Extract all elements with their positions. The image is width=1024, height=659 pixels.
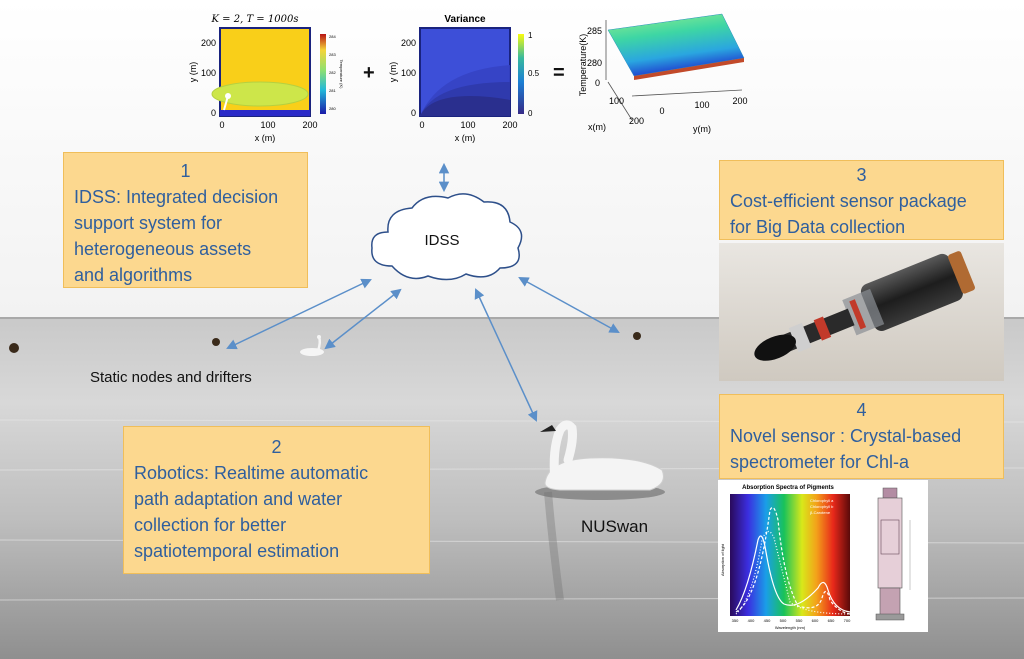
svg-text:100: 100	[609, 96, 624, 106]
svg-text:281: 281	[329, 88, 336, 93]
spectrometer-device-drawing	[875, 487, 911, 621]
box-novel-sensor-number: 4	[856, 400, 867, 420]
svg-text:1: 1	[528, 31, 533, 40]
svg-text:0: 0	[659, 106, 664, 116]
svg-text:200: 200	[302, 120, 317, 130]
box-idss-number: 1	[180, 161, 191, 181]
svg-text:285: 285	[587, 26, 602, 36]
svg-text:400: 400	[748, 618, 755, 623]
box-sensor-package-number: 3	[856, 165, 867, 185]
box-sensor-package-text: Cost-efficient sensor package for Big Da…	[730, 191, 967, 237]
cloud-label: IDSS	[424, 232, 459, 249]
svg-text:200: 200	[401, 38, 416, 48]
box-idss-text: IDSS: Integrated decision support system…	[74, 187, 279, 285]
svg-text:0: 0	[411, 108, 416, 118]
svg-text:Chlorophyll a: Chlorophyll a	[810, 498, 834, 503]
svg-text:0: 0	[219, 120, 224, 130]
arrow-idss-swan	[324, 288, 402, 350]
svg-text:Absorption of light: Absorption of light	[720, 543, 725, 576]
svg-text:y (m): y (m)	[388, 62, 398, 83]
equals-sign: =	[553, 62, 565, 84]
plus-sign: +	[363, 62, 375, 84]
svg-text:0: 0	[595, 78, 600, 88]
static-nodes-label: Static nodes and drifters	[90, 369, 252, 386]
sensor-package-photo	[719, 243, 1004, 381]
box-novel-sensor-text: Novel sensor : Crystal-based spectromete…	[730, 426, 962, 472]
svg-text:200: 200	[502, 120, 517, 130]
idss-cloud-shape: IDSS	[371, 193, 523, 281]
svg-text:550: 550	[796, 618, 803, 623]
svg-text:x (m): x (m)	[455, 133, 476, 143]
svg-text:280: 280	[329, 106, 336, 111]
left-colorbar	[320, 34, 326, 114]
box-sensor-package: 3 Cost-efficient sensor package for Big …	[719, 160, 1004, 240]
box-robotics: 2 Robotics: Realtime automatic path adap…	[123, 426, 430, 574]
svg-text:100: 100	[694, 100, 709, 110]
buoy-2	[212, 338, 220, 346]
buoy-1	[9, 343, 19, 353]
svg-text:200: 200	[201, 38, 216, 48]
box-novel-sensor: 4 Novel sensor : Crystal-based spectrome…	[719, 394, 1004, 479]
left-plot-title: K = 2, T = 1000s	[211, 14, 299, 25]
svg-text:Wavelength (nm): Wavelength (nm)	[775, 625, 806, 630]
svg-text:x(m): x(m)	[588, 122, 606, 132]
svg-text:280: 280	[587, 58, 602, 68]
svg-text:0.5: 0.5	[528, 69, 540, 78]
middle-plot-title: Variance	[444, 14, 486, 25]
box-robotics-number: 2	[271, 437, 282, 457]
temperature-map-plot: K = 2, T = 1000s 284 283 282 281 280 Tem…	[188, 14, 344, 143]
svg-text:200: 200	[732, 96, 747, 106]
svg-text:Chlorophyll b: Chlorophyll b	[810, 504, 834, 509]
svg-text:100: 100	[460, 120, 475, 130]
middle-colorbar	[518, 34, 524, 114]
svg-text:650: 650	[828, 618, 835, 623]
nuswan-robot-icon	[535, 420, 665, 601]
svg-text:x (m): x (m)	[255, 133, 276, 143]
arrow-idss-static-nodes	[226, 278, 372, 350]
absorption-spectra-figure: Absorption Spectra of Pigments Chlorophy…	[718, 480, 928, 632]
svg-text:Temperature(K): Temperature(K)	[578, 34, 588, 97]
nuswan-label: NUSwan	[581, 517, 649, 536]
buoy-3	[633, 332, 641, 340]
svg-text:283: 283	[329, 52, 336, 57]
svg-text:600: 600	[812, 618, 819, 623]
svg-text:y(m): y(m)	[693, 124, 711, 134]
svg-text:700: 700	[844, 618, 851, 623]
plots-row: K = 2, T = 1000s 284 283 282 281 280 Tem…	[180, 10, 760, 150]
svg-text:350: 350	[732, 618, 739, 623]
arrow-idss-buoy	[518, 276, 620, 334]
svg-text:100: 100	[401, 68, 416, 78]
box-idss: 1 IDSS: Integrated decision support syst…	[63, 152, 308, 288]
svg-text:450: 450	[764, 618, 771, 623]
svg-text:Temperature (K): Temperature (K)	[339, 60, 344, 90]
svg-text:0: 0	[419, 120, 424, 130]
svg-text:282: 282	[329, 70, 336, 75]
svg-text:200: 200	[629, 116, 644, 126]
svg-text:284: 284	[329, 34, 336, 39]
svg-text:100: 100	[260, 120, 275, 130]
spectra-title: Absorption Spectra of Pigments	[742, 485, 834, 491]
svg-text:0: 0	[211, 108, 216, 118]
svg-text:y (m): y (m)	[188, 62, 198, 83]
svg-text:β-Carotene: β-Carotene	[810, 510, 831, 515]
svg-text:100: 100	[201, 68, 216, 78]
arrow-idss-nuswan	[474, 288, 538, 422]
box-robotics-text: Robotics: Realtime automatic path adapta…	[134, 463, 369, 561]
svg-text:0: 0	[528, 109, 533, 118]
variance-map-plot: Variance 1 0.5 0 200 100 0 0 100 200 x (…	[388, 14, 540, 143]
temperature-surface-plot: Temperature(K) 285 280 0 100 200 x(m) 0 …	[578, 13, 748, 134]
svg-text:500: 500	[780, 618, 787, 623]
